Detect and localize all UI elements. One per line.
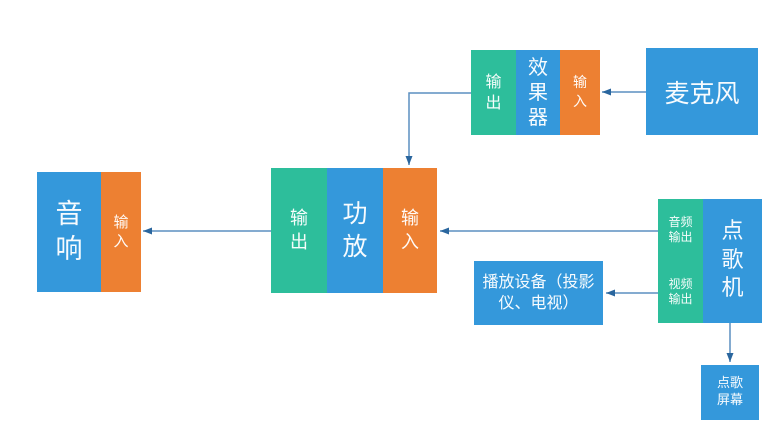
node-speaker: 音响 输入	[37, 172, 141, 292]
karaoke-audio-output-label: 音频输出	[668, 215, 693, 244]
karaoke-machine-label: 点歌机	[721, 219, 744, 302]
speaker-label: 音响	[55, 198, 83, 265]
node-microphone: 麦克风	[646, 48, 758, 135]
node-karaoke-machine: 音频输出 视频输出 点歌机	[658, 199, 762, 323]
node-effects-unit: 输出 效果器 输入	[471, 50, 600, 135]
karaoke-output-ports: 音频输出 视频输出	[658, 199, 703, 323]
karaoke-screen-label: 点歌屏幕	[716, 375, 743, 408]
microphone-label: 麦克风	[664, 78, 740, 108]
node-amplifier: 输出 功放 输入	[271, 168, 437, 293]
playback-device-body: 播放设备（投影仪、电视）	[474, 261, 603, 325]
speaker-input-label: 输入	[113, 212, 129, 251]
karaoke-machine-body: 点歌机	[703, 199, 762, 323]
speaker-input-port: 输入	[101, 172, 141, 292]
node-karaoke-screen: 点歌屏幕	[701, 365, 759, 420]
effects-body: 效果器	[516, 50, 560, 135]
microphone-body: 麦克风	[646, 48, 758, 135]
amplifier-body: 功放	[327, 168, 383, 293]
effects-output-port: 输出	[471, 50, 516, 135]
amplifier-input-label: 输入	[401, 208, 419, 253]
amplifier-label: 功放	[342, 199, 368, 261]
speaker-body: 音响	[37, 172, 101, 292]
karaoke-screen-body: 点歌屏幕	[701, 365, 759, 420]
amplifier-output-port: 输出	[271, 168, 327, 293]
effects-output-label: 输出	[485, 71, 502, 112]
playback-device-label: 播放设备（投影仪、电视）	[482, 272, 595, 312]
karaoke-video-output-label: 视频输出	[668, 277, 693, 306]
node-playback-device: 播放设备（投影仪、电视）	[474, 261, 603, 325]
effects-input-label: 输入	[573, 75, 587, 110]
arrow-effects-output-to-amplifier-input	[405, 92, 471, 165]
amplifier-output-label: 输出	[290, 208, 308, 253]
amplifier-input-port: 输入	[383, 168, 437, 293]
effects-input-port: 输入	[560, 50, 600, 135]
effects-label: 效果器	[528, 55, 548, 129]
